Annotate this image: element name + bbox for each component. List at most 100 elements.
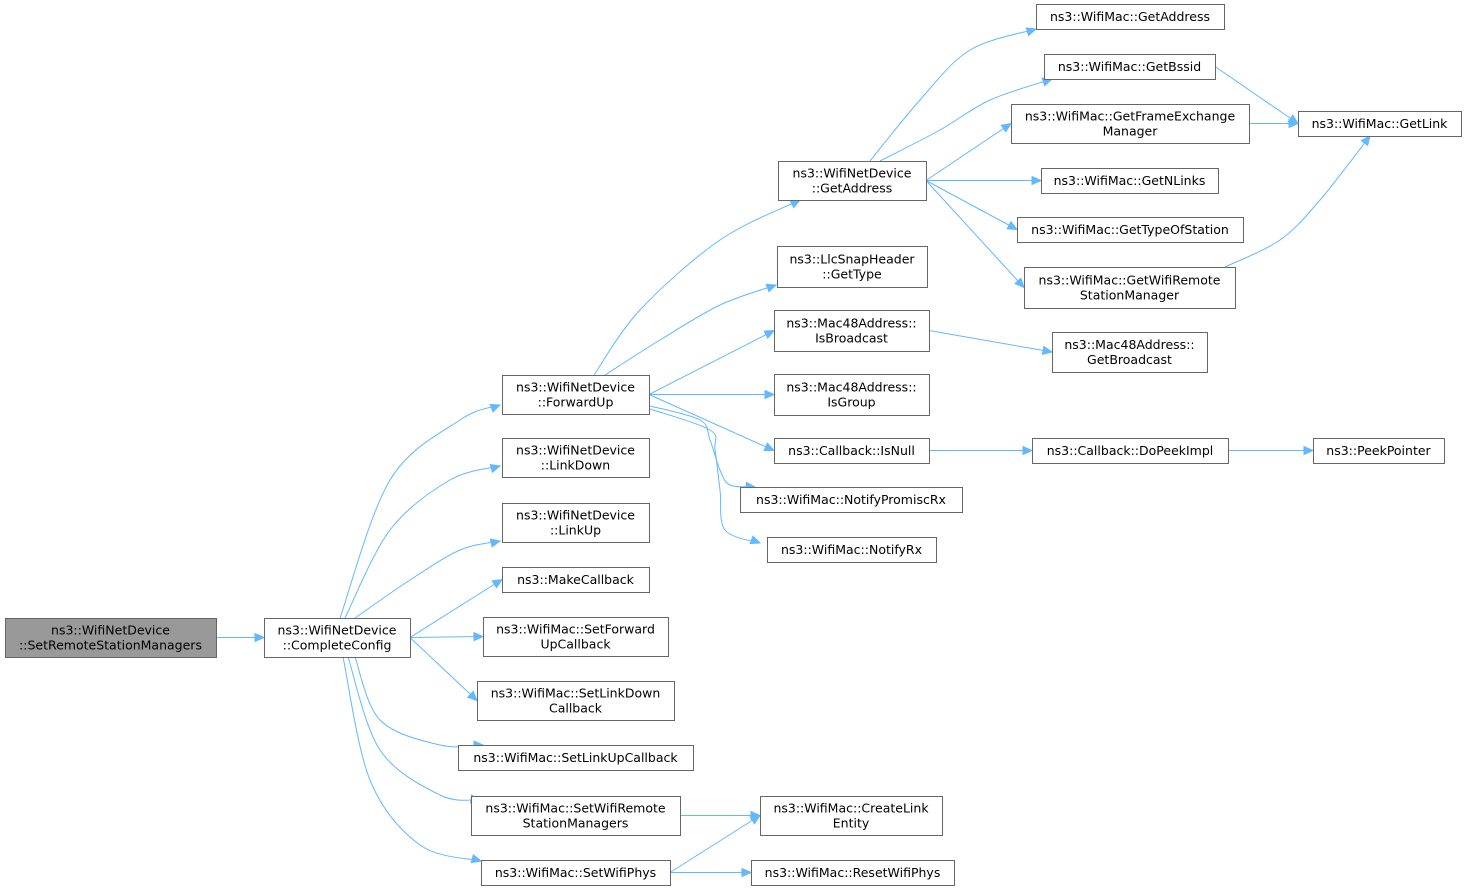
edge-n10-n18 [669,815,761,873]
edge-n1-n7 [409,637,478,701]
node-label: ns3::Callback::DoPeekImpl [1047,443,1214,458]
node-label: ns3::Mac48Address:: [1064,337,1194,352]
node-box [751,860,955,886]
node-label: ns3::WifiMac::SetWifiRemote [485,801,665,816]
node-box [264,618,411,658]
arrowhead [741,867,753,878]
arrowhead [1022,445,1034,456]
graph-node[interactable]: ns3::WifiMac::GetNLinks [1041,168,1219,194]
graph-node[interactable]: ns3::WifiMac::SetWifiPhys [481,860,671,886]
graph-node[interactable]: ns3::Mac48Address::IsGroup [774,374,930,416]
arrowhead [763,442,776,452]
edge-n21-n28 [1214,66,1299,124]
node-label: ns3::LlcSnapHeader [789,252,915,267]
node-label: ns3::WifiMac::ResetWifiPhys [765,865,941,880]
node-label: ns3::WifiMac::GetTypeOfStation [1031,222,1229,237]
node-box [1052,332,1208,373]
node-box [1032,438,1229,464]
node-label: ns3::WifiMac::GetBssid [1058,59,1201,74]
graph-node[interactable]: ns3::WifiMac::NotifyRx [767,537,937,563]
node-label: IsGroup [827,395,875,410]
edge-n11-n25 [925,180,1025,288]
arrowhead [489,463,502,474]
node-box [740,487,963,513]
arrowhead [491,578,504,589]
node-label: ::CompleteConfig [283,638,392,653]
node-label: ns3::WifiMac::SetLinkDown [491,686,661,701]
graph-node[interactable]: ns3::PeekPointer [1313,438,1445,464]
node-label: ns3::WifiNetDevice [278,623,397,638]
node-label: Entity [833,816,870,831]
graph-node[interactable]: ns3::WifiMac::SetLinkUpCallback [458,745,694,771]
graph-node[interactable]: ns3::WifiNetDevice::SetRemoteStationMana… [5,618,217,658]
node-label: ns3::WifiMac::GetLink [1312,116,1449,131]
node-box [760,796,943,836]
edge-n1-n10 [342,656,482,862]
graph-node[interactable]: ns3::WifiMac::GetLink [1298,111,1462,137]
node-box [1011,104,1250,144]
graph-node[interactable]: ns3::WifiMac::ResetWifiPhys [751,860,955,886]
node-label: UpCallback [540,637,611,652]
node-box [1024,267,1236,309]
node-label: ns3::WifiMac::SetLinkUpCallback [473,750,678,765]
graph-node[interactable]: ns3::Mac48Address::IsBroadcast [774,310,930,352]
graph-node[interactable]: ns3::Mac48Address::GetBroadcast [1052,332,1208,373]
arrowhead [1025,27,1038,37]
node-label: ns3::WifiNetDevice [516,443,635,458]
edge-n1-n2 [339,404,501,619]
graph-node[interactable]: ns3::WifiMac::GetWifiRemoteStationManage… [1024,267,1236,309]
edge-n2-n16 [649,405,756,488]
graph-node[interactable]: ns3::WifiNetDevice::LinkUp [502,503,650,543]
arrowhead [489,403,502,413]
node-label: GetBroadcast [1087,352,1172,367]
graph-node[interactable]: ns3::Callback::DoPeekImpl [1032,438,1229,464]
edge-n11-n22 [925,123,1012,181]
graph-node[interactable]: ns3::WifiMac::GetAddress [1036,4,1225,30]
graph-node[interactable]: ns3::MakeCallback [502,567,650,593]
node-label: StationManager [1080,288,1180,303]
node-box [502,438,650,478]
node-box [502,375,650,415]
arrowhead [1006,220,1019,231]
edge-n11-n21 [879,78,1053,162]
node-box [774,374,930,416]
node-label: ns3::WifiMac::NotifyPromiscRx [756,492,946,507]
node-label: Manager [1103,124,1159,139]
edge-n25-n28 [1224,135,1371,268]
arrowhead [489,538,502,548]
node-box [1044,54,1216,80]
node-label: ns3::WifiMac::SetForward [496,622,655,637]
graph-node[interactable]: ns3::WifiMac::SetWifiRemoteStationManage… [471,796,681,836]
graph-node[interactable]: ns3::WifiNetDevice::ForwardUp [502,375,650,415]
arrowhead [473,631,485,642]
graph-node[interactable]: ns3::WifiNetDevice::CompleteConfig [264,618,411,658]
graph-node[interactable]: ns3::WifiMac::GetTypeOfStation [1017,217,1244,243]
edge-n1-n8 [354,656,484,748]
node-label: ns3::PeekPointer [1326,443,1431,458]
graph-node[interactable]: ns3::Callback::IsNull [774,438,930,464]
node-box [471,796,681,836]
arrowhead [1014,277,1025,289]
node-box [481,860,671,886]
graph-node[interactable]: ns3::WifiMac::NotifyPromiscRx [740,487,963,513]
edge-n2-n11 [593,199,801,376]
node-label: ns3::WifiNetDevice [51,623,170,638]
graph-node[interactable]: ns3::WifiNetDevice::LinkDown [502,438,650,478]
arrowhead [254,632,266,643]
node-box [774,438,930,464]
node-label: ns3::WifiNetDevice [516,380,635,395]
graph-node[interactable]: ns3::WifiNetDevice::GetAddress [778,161,927,201]
node-box [502,567,650,593]
node-box [774,310,930,352]
edge-n11-n24 [925,180,1018,230]
node-label: ns3::Callback::IsNull [788,443,915,458]
node-box [458,745,694,771]
edge-n2-n12 [604,284,777,376]
graph-node[interactable]: ns3::WifiMac::GetBssid [1044,54,1216,80]
node-label: Callback [549,701,603,716]
graph-node[interactable]: ns3::LlcSnapHeader::GetType [777,246,928,288]
